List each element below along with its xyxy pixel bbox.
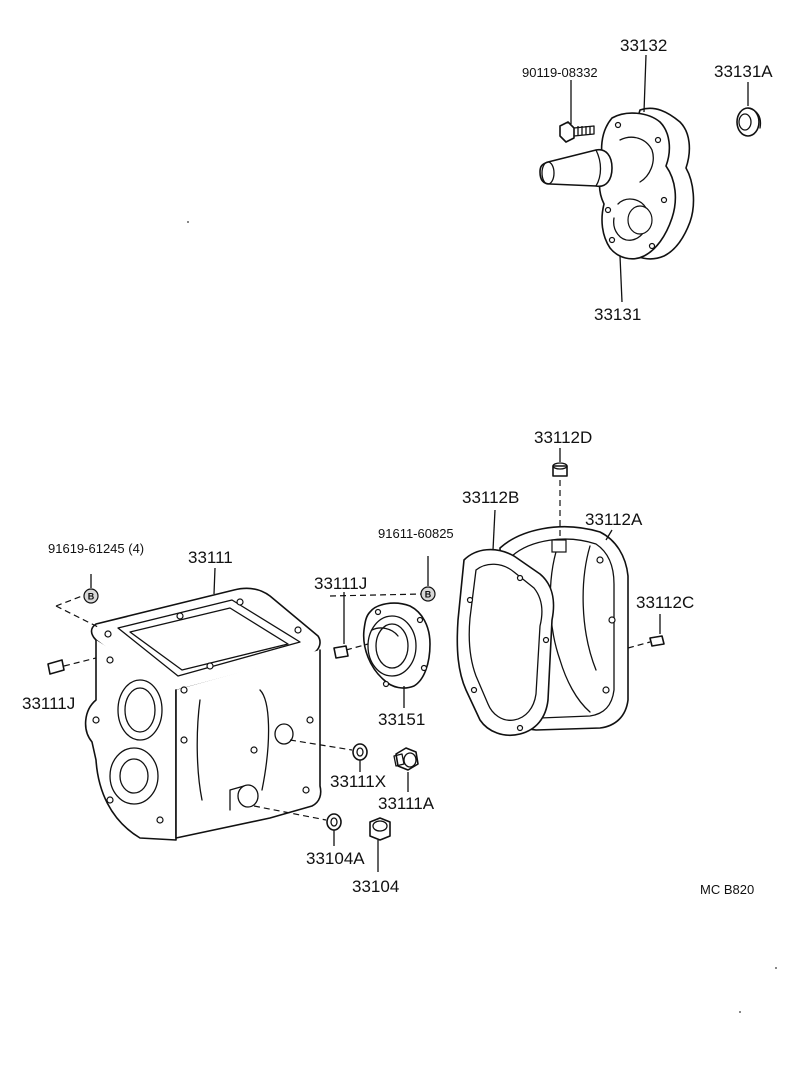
label-33111X: 33111X [330,772,386,791]
label-33111J-right: 33111J [314,574,367,593]
dowel-33111J-left [47,659,65,675]
label-33111A: 33111A [378,794,435,813]
label-33131A: 33131A [714,62,773,81]
label-91611-60825: 91611-60825 [378,526,454,541]
label-33112B: 33112B [462,488,519,507]
svg-text:B: B [425,590,432,600]
dowel-33111J-right [333,645,349,659]
svg-text:B: B [88,592,95,602]
dowel-33112C [649,635,665,647]
scan-specks [187,221,777,1013]
label-33112D: 33112D [534,428,592,447]
ring-icon [736,107,762,137]
bearing-retainer-33151 [362,602,431,689]
output-shaft-boss [539,148,613,188]
label-33112A: 33112A [585,510,643,529]
part-labels: 33132 90119-08332 33131A 33131 33112D 33… [22,36,773,897]
label-33111J-left: 33111J [22,694,75,713]
label-33151: 33151 [378,710,425,729]
label-33104: 33104 [352,877,399,896]
washer-33104A [326,813,342,831]
label-90119-08332: 90119-08332 [522,65,598,80]
housing-33131 [598,112,677,260]
label-33131: 33131 [594,305,641,324]
transmission-case-33111 [84,587,322,841]
label-33132: 33132 [620,36,667,55]
leader-lines-top [570,54,749,303]
washer-33111X [352,743,368,761]
extension-housing-assembly [539,107,695,260]
bolt-icon [559,121,595,143]
badge-b-right: B [420,586,436,602]
badge-b-left: B [83,588,99,604]
label-33111: 33111 [188,548,233,567]
reference-code: MC B820 [700,882,754,897]
plug-icon [552,462,568,477]
label-33104A: 33104A [306,849,365,868]
label-33112C: 33112C [636,593,694,612]
label-91619-61245: 91619-61245 (4) [48,541,144,556]
plug-33111A [393,747,419,771]
drain-plug-33104 [369,817,391,841]
gasket-33112B [456,548,555,736]
